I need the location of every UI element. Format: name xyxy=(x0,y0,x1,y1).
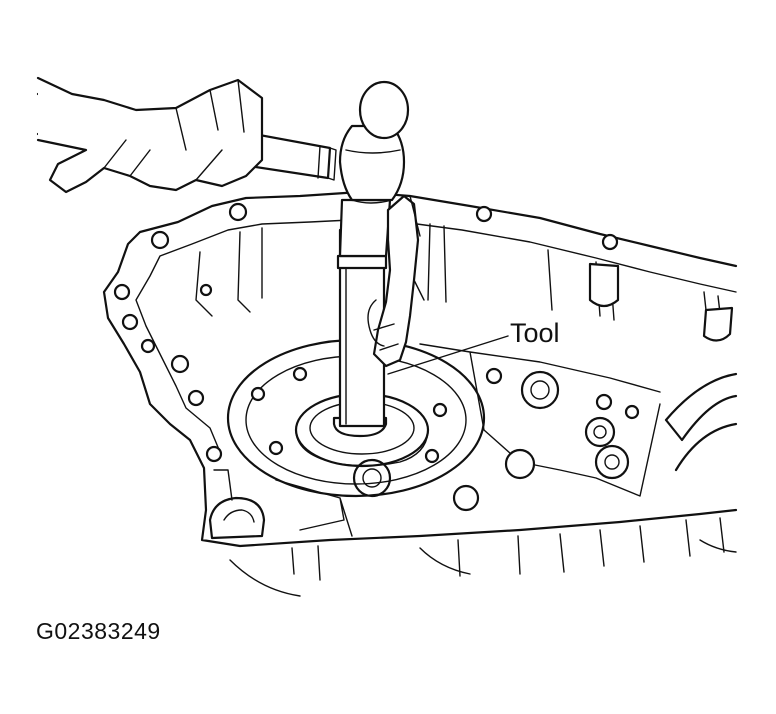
flange-bolt-hole xyxy=(475,205,493,223)
hand-fist xyxy=(36,76,264,194)
flange-bolt-hole xyxy=(140,338,156,354)
housing-hole xyxy=(424,448,440,464)
port-boss xyxy=(504,448,536,480)
port-boss xyxy=(595,393,613,411)
hammer-hand xyxy=(36,76,264,194)
case-pillar xyxy=(588,262,620,308)
port-boss-inner xyxy=(362,468,382,488)
port-boss xyxy=(485,367,503,385)
lower-skirt xyxy=(229,539,737,597)
hammer-peen xyxy=(358,80,410,140)
port-boss-inner xyxy=(593,425,607,439)
port-boss xyxy=(520,370,560,410)
housing-hole xyxy=(250,386,266,402)
housing-hole xyxy=(292,366,308,382)
hand-arm xyxy=(409,195,425,301)
case-rib xyxy=(195,227,263,317)
case-flange-outline xyxy=(102,190,738,548)
case-rib xyxy=(427,223,723,331)
flange-bolt-hole xyxy=(199,283,213,297)
driver-tool xyxy=(332,198,392,438)
hand-grip-fingers xyxy=(367,299,399,351)
housing-hole xyxy=(268,440,284,456)
tool-collar xyxy=(336,254,388,270)
case-ledge xyxy=(419,343,661,497)
tool-hand xyxy=(367,194,425,368)
flange-bolt-hole xyxy=(228,202,248,222)
callout-leader-line xyxy=(387,335,509,375)
flange-bolt-hole xyxy=(121,313,139,331)
port-boss xyxy=(624,404,640,420)
port-boss xyxy=(594,444,630,480)
housing-hole xyxy=(432,402,448,418)
port-boss-inner xyxy=(604,454,620,470)
tool-label: Tool xyxy=(510,318,560,348)
bearing-race-edge xyxy=(295,431,429,467)
flange-bolt-hole xyxy=(187,389,205,407)
tool-callout: Tool xyxy=(387,318,560,375)
flange-bolt-hole xyxy=(205,445,223,463)
tool-handle xyxy=(338,198,392,258)
lower-skirt-ribs xyxy=(291,517,725,581)
flange-bolt-hole xyxy=(601,233,619,251)
hammer-handle-ferrule xyxy=(317,145,337,181)
housing-boss-detail xyxy=(213,469,353,537)
port-boss xyxy=(584,416,616,448)
case-flange-inner xyxy=(135,219,737,453)
port-boss xyxy=(452,484,480,512)
case-pillar xyxy=(702,306,734,342)
figure-code: G02383249 xyxy=(36,618,161,644)
hand-finger-lines xyxy=(103,79,245,181)
housing-boss xyxy=(208,496,266,540)
flange-bolt-hole xyxy=(170,354,190,374)
flange-bolt-hole xyxy=(113,283,131,301)
flange-bolt-hole xyxy=(150,230,170,250)
hammer-head-detail xyxy=(345,149,401,204)
right-bore xyxy=(664,372,738,472)
hammer-head xyxy=(338,124,406,202)
transaxle-case xyxy=(102,190,738,597)
port-boss-inner xyxy=(530,380,550,400)
